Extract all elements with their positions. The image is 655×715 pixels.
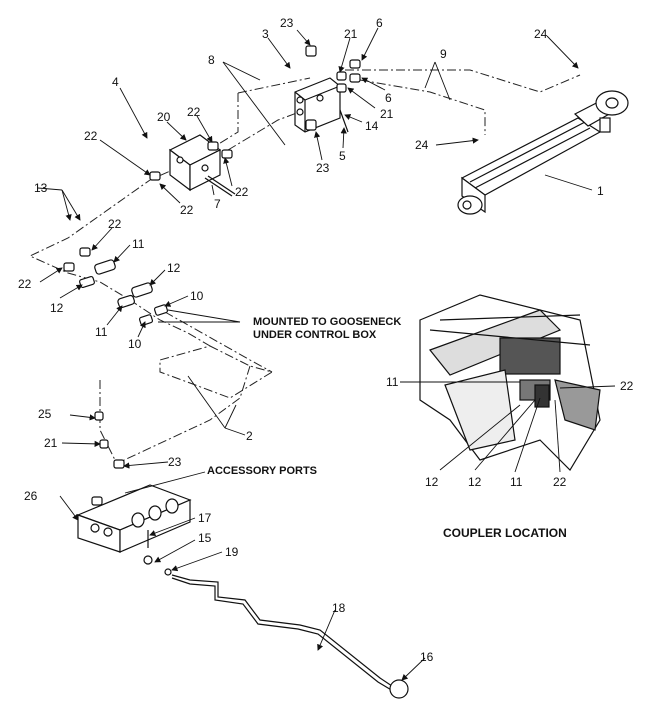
callout-22-coupler-right: 22 [620,379,634,393]
coupler-location-view [419,294,601,471]
callout-6-bottom: 6 [385,91,392,105]
accessory-ports-note: ACCESSORY PORTS [207,465,318,477]
callout-8: 8 [208,53,215,67]
callout-6-top: 6 [376,16,383,30]
callout-11-coupler-bottom: 11 [510,475,523,489]
callout-21-lower: 21 [44,436,58,450]
callout-21-right: 21 [380,107,394,121]
quick-couplers [63,247,169,326]
callout-15: 15 [198,531,212,545]
callout-11-coupler-left: 11 [386,375,399,389]
callout-23-top: 23 [280,16,294,30]
valve-block-upper [294,45,361,133]
callout-1: 1 [597,184,604,198]
callout-12-coupler-mid: 12 [468,475,482,489]
mounted-note-line1: MOUNTED TO GOOSENECK [253,316,402,328]
callout-7: 7 [214,197,221,211]
callout-21-top: 21 [344,27,358,41]
callout-20: 20 [157,110,171,124]
callout-18: 18 [332,601,346,615]
callout-23-mid: 23 [316,161,330,175]
callout-16: 16 [420,650,434,664]
callout-12-upper: 12 [167,261,181,275]
callout-14: 14 [365,119,379,133]
callout-23-lower: 23 [168,455,182,469]
callout-10-lower: 10 [128,337,142,351]
hose-routes [28,69,581,463]
callout-19: 19 [225,545,239,559]
callout-25: 25 [38,407,52,421]
callout-3: 3 [262,27,269,41]
leader-lines [37,27,616,681]
callout-9: 9 [440,47,447,61]
control-rod [171,574,409,699]
callout-2: 2 [246,429,253,443]
callout-11-lower: 11 [95,325,108,339]
mounted-note: MOUNTED TO GOOSENECK UNDER CONTROL BOX [253,316,401,342]
lower-valve-assembly [76,411,192,576]
callout-22-block-right: 22 [235,185,249,199]
callout-17: 17 [198,511,212,525]
hydraulic-cylinder [457,90,629,215]
callout-10-upper: 10 [190,289,204,303]
callout-24-top: 24 [534,27,548,41]
callout-22-coupler-upper: 22 [108,217,122,231]
callout-22-coupler-bottom: 22 [553,475,567,489]
mounted-note-line2: UNDER CONTROL BOX [253,329,377,341]
callout-12-lower: 12 [50,301,64,315]
callout-26: 26 [24,489,38,503]
callout-22-block-left: 22 [84,129,98,143]
callout-5: 5 [339,149,346,163]
callout-22-coupler-left: 22 [18,277,32,291]
callout-22-block-bottom: 22 [180,203,194,217]
coupler-location-caption: COUPLER LOCATION [443,526,567,540]
callout-24-left: 24 [415,138,429,152]
callout-22-block-top: 22 [187,105,201,119]
callout-4: 4 [112,75,119,89]
callout-11-upper: 11 [132,237,145,251]
callout-12-coupler-left: 12 [425,475,439,489]
callout-13: 13 [34,181,48,195]
